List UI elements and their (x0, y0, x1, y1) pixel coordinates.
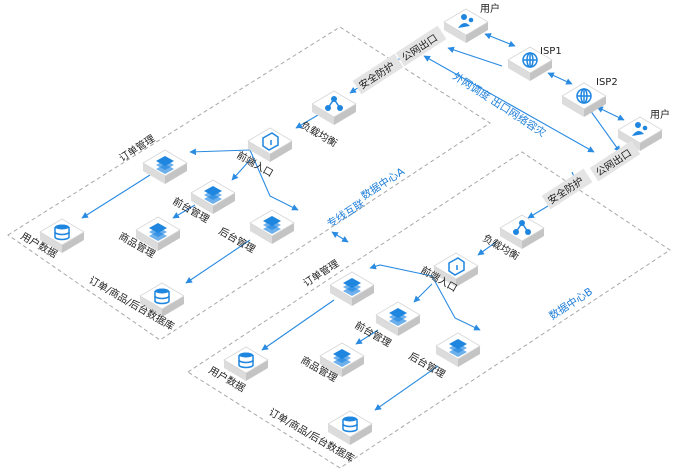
dc-a-order-service (142, 149, 188, 184)
dc-b-frontend-gateway (433, 252, 479, 287)
dc-a-load-balancer (311, 90, 357, 125)
lb-icon (513, 220, 531, 235)
db-icon (238, 352, 254, 369)
dc-a-main-db (139, 282, 185, 317)
dc-b-order-service (329, 271, 375, 306)
user-icon (458, 14, 474, 28)
user-icon (632, 122, 648, 136)
dc-b-back-service (435, 332, 481, 367)
dc-a-name: 数据中心A (359, 164, 408, 202)
globe-icon (522, 52, 538, 68)
layers-icon (263, 216, 281, 234)
dc-b-name: 数据中心B (547, 285, 595, 323)
datacenter-a-region (7, 26, 491, 341)
links (81, 33, 625, 411)
dc-b-user-db (223, 346, 269, 381)
layers-icon (389, 308, 407, 326)
db-icon (154, 288, 170, 305)
isp2-router (561, 82, 607, 117)
dc-a-back-service (249, 209, 295, 244)
db-icon (54, 224, 70, 241)
dc-a-front-service (190, 179, 236, 214)
label-external-link: 外网调度 出口网络容灾 (450, 70, 548, 140)
label-isp2: ISP2 (596, 77, 618, 88)
db-icon (342, 416, 358, 433)
lb-icon (325, 96, 343, 111)
layers-icon (149, 223, 167, 241)
layers-icon (343, 278, 361, 296)
door-icon (262, 132, 279, 151)
dc-a-product-service (135, 216, 181, 251)
dc-b-product-service (319, 342, 365, 377)
label-interconnect: 专线互联 (325, 196, 368, 230)
globe-icon (576, 88, 592, 104)
labels: 用户 ISP1 ISP2 用户 外网调度 出口网络容灾 专线互联 公网出口 安全… (19, 2, 671, 465)
label-isp1: ISP1 (540, 46, 562, 57)
layers-icon (333, 349, 351, 367)
label-user-top: 用户 (480, 2, 500, 15)
dc-b-front-service (375, 301, 421, 336)
layers-icon (156, 156, 174, 174)
isp1-router (507, 46, 553, 81)
layers-icon (204, 186, 222, 204)
dc-b-main-db (327, 410, 373, 445)
dc-a-frontend-gateway (247, 127, 293, 162)
dc-a-user-db (39, 218, 85, 253)
layers-icon (449, 339, 467, 357)
datacenter-b-region (187, 151, 671, 469)
user-top-device (443, 8, 489, 43)
door-icon (448, 257, 465, 276)
dc-b-load-balancer (499, 214, 545, 249)
label-user-right: 用户 (650, 108, 670, 121)
